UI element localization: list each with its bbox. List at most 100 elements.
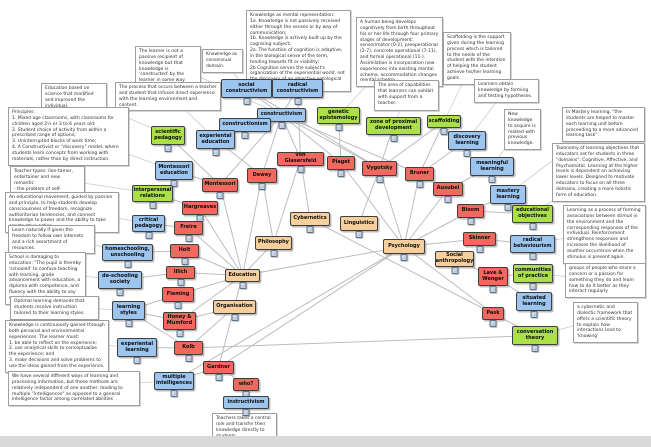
resource-icon[interactable] bbox=[176, 330, 183, 337]
node-multiple-intelligences[interactable]: multiple intelligences bbox=[154, 372, 194, 397]
node-gardner[interactable]: Gardner bbox=[203, 361, 234, 381]
node-piaget[interactable]: Piaget bbox=[327, 156, 355, 177]
resource-icon[interactable] bbox=[530, 311, 538, 318]
resource-icon[interactable] bbox=[116, 289, 124, 296]
resource-icon[interactable] bbox=[239, 282, 246, 289]
node-kolb[interactable]: Kolb bbox=[174, 341, 203, 362]
node-lave-wenger[interactable]: Lave & Wenger bbox=[478, 267, 508, 293]
resource-icon[interactable] bbox=[270, 250, 277, 257]
resource-icon[interactable] bbox=[451, 267, 458, 274]
resource-icon[interactable] bbox=[258, 183, 266, 190]
node-freire[interactable]: Freire bbox=[174, 221, 203, 242]
node-radical-constructivism[interactable]: radical constructivism bbox=[272, 79, 323, 105]
resource-icon[interactable] bbox=[185, 235, 192, 242]
node-who[interactable]: who? bbox=[233, 378, 259, 398]
resource-icon[interactable] bbox=[125, 320, 132, 327]
resource-icon[interactable] bbox=[337, 170, 345, 177]
node-scientific-pedagogy[interactable]: scientific pedagogy bbox=[151, 126, 185, 152]
node-discovery-learning[interactable]: discovery learning bbox=[448, 131, 486, 157]
node-bruner[interactable]: Bruner bbox=[405, 167, 434, 188]
resource-icon[interactable] bbox=[529, 253, 536, 260]
node-montessori-education[interactable]: Montessori education bbox=[155, 161, 193, 187]
node-zone-proximal[interactable]: zone of proximal development bbox=[366, 117, 421, 142]
node-mastery-learning[interactable]: mastery learning bbox=[490, 185, 526, 211]
node-philosophy[interactable]: Philosophy bbox=[255, 236, 292, 257]
node-montessori[interactable]: Montessori bbox=[202, 178, 238, 199]
node-de-schooling[interactable]: de-schooling society bbox=[98, 271, 142, 296]
node-cybernetics[interactable]: Cybernetics bbox=[290, 212, 330, 233]
node-instructivism[interactable]: instructivism bbox=[223, 396, 269, 416]
node-holt[interactable]: Holt bbox=[170, 244, 199, 265]
node-genetic-epistemology[interactable]: genetic epistemology bbox=[317, 107, 360, 131]
node-dewey[interactable]: Dewey bbox=[247, 168, 277, 190]
node-homeschooling[interactable]: homeschooling, unschooling bbox=[102, 244, 153, 268]
resource-icon[interactable] bbox=[390, 135, 397, 142]
resource-icon[interactable] bbox=[294, 98, 301, 105]
node-meaningful-learning[interactable]: meaningful learning bbox=[470, 157, 514, 183]
resource-icon[interactable] bbox=[376, 176, 383, 183]
resource-icon[interactable] bbox=[306, 226, 314, 233]
resource-icon[interactable] bbox=[145, 232, 152, 239]
node-pask[interactable]: Pask bbox=[482, 307, 504, 327]
resource-icon[interactable] bbox=[216, 192, 224, 199]
resource-icon[interactable] bbox=[440, 128, 448, 135]
node-vygotsky[interactable]: Vygotsky bbox=[362, 161, 397, 183]
resource-icon[interactable] bbox=[463, 150, 471, 157]
node-organisation[interactable]: Organisation bbox=[213, 300, 256, 321]
node-experiental-education[interactable]: experiental education bbox=[196, 130, 235, 156]
resource-icon[interactable] bbox=[124, 261, 131, 268]
resource-icon[interactable] bbox=[355, 231, 363, 238]
resource-icon[interactable] bbox=[174, 302, 182, 309]
resource-icon[interactable] bbox=[467, 218, 474, 225]
node-critical-pedagogy[interactable]: critical pedagogy bbox=[132, 215, 165, 239]
node-situated-learning[interactable]: situated learning bbox=[516, 292, 552, 318]
node-communities-practice[interactable]: communities of practice bbox=[513, 264, 553, 290]
resource-icon[interactable] bbox=[278, 122, 285, 129]
node-ausubel[interactable]: Ausubel bbox=[433, 182, 463, 203]
resource-icon[interactable] bbox=[164, 145, 172, 152]
node-educational-objectives[interactable]: educational objectives bbox=[512, 205, 553, 230]
resource-icon[interactable] bbox=[243, 98, 250, 105]
resource-icon[interactable] bbox=[400, 254, 408, 261]
node-scaffolding[interactable]: scaffolding bbox=[427, 115, 461, 135]
resource-icon[interactable] bbox=[488, 176, 496, 183]
node-skinner[interactable]: Skinner bbox=[463, 232, 496, 253]
node-interpersonal-relations[interactable]: interpersonal relations bbox=[132, 185, 173, 209]
node-education[interactable]: Education bbox=[225, 269, 260, 289]
resource-icon[interactable] bbox=[489, 286, 497, 293]
resource-icon[interactable] bbox=[133, 357, 141, 364]
resource-icon[interactable] bbox=[181, 258, 188, 265]
resource-icon[interactable] bbox=[212, 149, 219, 156]
resource-icon[interactable] bbox=[177, 279, 184, 286]
node-fleming[interactable]: Fleming bbox=[162, 287, 194, 309]
resource-icon[interactable] bbox=[170, 390, 178, 397]
resource-icon[interactable] bbox=[531, 345, 539, 352]
node-hargreaves[interactable]: Hargreaves bbox=[182, 201, 218, 222]
node-radical-behaviourism[interactable]: radical behaviourism bbox=[510, 235, 555, 260]
resource-icon[interactable] bbox=[489, 320, 497, 327]
resource-icon[interactable] bbox=[476, 246, 483, 253]
resource-icon[interactable] bbox=[149, 202, 156, 209]
resource-icon[interactable] bbox=[504, 204, 512, 211]
resource-icon[interactable] bbox=[185, 355, 192, 362]
node-honey-mumford[interactable]: Honey & Mumford bbox=[163, 312, 196, 337]
node-psychology[interactable]: Psychology bbox=[383, 239, 425, 261]
resource-icon[interactable] bbox=[416, 181, 423, 188]
resource-icon[interactable] bbox=[529, 223, 536, 230]
node-illich[interactable]: Illich bbox=[166, 266, 195, 286]
resource-icon[interactable] bbox=[444, 196, 452, 203]
node-linguistics[interactable]: Linguistics bbox=[340, 216, 378, 238]
node-experiental-learning[interactable]: experiental learning bbox=[117, 338, 157, 364]
resource-icon[interactable] bbox=[297, 166, 304, 173]
node-bloom[interactable]: Bloom bbox=[457, 204, 484, 225]
resource-icon[interactable] bbox=[241, 132, 249, 139]
resource-icon[interactable] bbox=[231, 314, 238, 321]
resource-icon[interactable] bbox=[215, 374, 222, 381]
node-conversation-theory[interactable]: conversation theory bbox=[512, 326, 558, 352]
node-learning-styles[interactable]: learning styles bbox=[112, 301, 145, 327]
resource-icon[interactable] bbox=[242, 409, 250, 416]
resource-icon[interactable] bbox=[335, 124, 342, 131]
node-social-anthropology[interactable]: Social anthropology bbox=[435, 251, 474, 274]
node-constructionism[interactable]: constructionism bbox=[219, 118, 271, 139]
resource-icon[interactable] bbox=[529, 283, 537, 290]
